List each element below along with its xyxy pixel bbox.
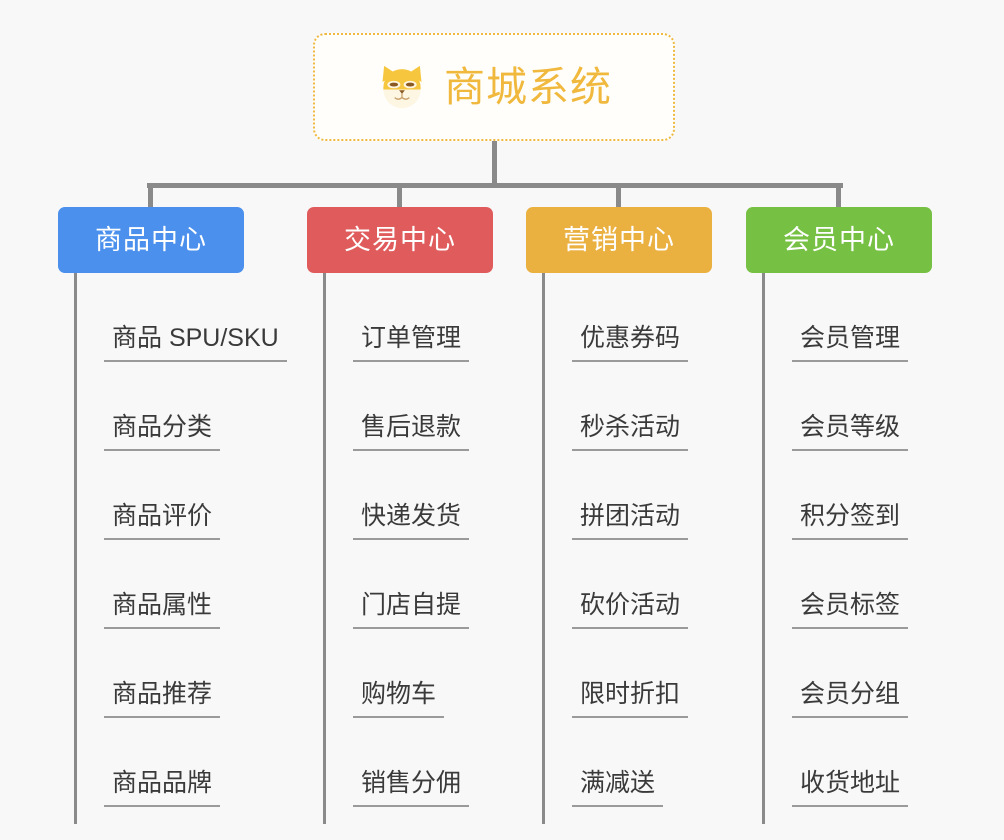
leaf-label: 拼团活动 <box>572 504 689 540</box>
leaf-node[interactable]: 购物车 <box>323 629 469 718</box>
leaf-node[interactable]: 积分签到 <box>762 451 909 540</box>
branch-node-4[interactable]: 会员中心 <box>746 207 932 273</box>
leaf-column-3: 优惠券码秒杀活动拼团活动砍价活动限时折扣满减送 <box>542 273 689 824</box>
leaf-label: 商品推荐 <box>104 682 221 718</box>
leaf-spine-connector <box>74 273 77 824</box>
leaf-node[interactable]: 满减送 <box>542 718 688 807</box>
root-title: 商城系统 <box>444 63 612 110</box>
leaf-column-2: 订单管理售后退款快递发货门店自提购物车销售分佣 <box>323 273 470 824</box>
leaf-node[interactable]: 会员管理 <box>762 273 909 362</box>
leaf-label: 商品评价 <box>104 504 221 540</box>
leaf-node[interactable]: 秒杀活动 <box>542 362 689 451</box>
leaf-node[interactable]: 商品推荐 <box>74 629 287 718</box>
leaf-label: 会员分组 <box>792 682 909 718</box>
branch-stem-connector <box>148 186 153 210</box>
leaf-node[interactable]: 会员分组 <box>762 629 909 718</box>
leaf-node[interactable]: 商品品牌 <box>74 718 287 807</box>
branch-node-1[interactable]: 商品中心 <box>58 207 244 273</box>
branch-node-2[interactable]: 交易中心 <box>307 207 493 273</box>
branch-label: 交易中心 <box>344 224 456 255</box>
branch-stem-connector <box>397 186 402 210</box>
leaf-spine-connector <box>542 273 545 824</box>
leaf-label: 满减送 <box>572 771 664 807</box>
leaf-label: 快递发货 <box>353 504 470 540</box>
leaf-label: 秒杀活动 <box>572 415 689 451</box>
branch-label: 会员中心 <box>783 224 895 255</box>
leaf-node[interactable]: 门店自提 <box>323 540 470 629</box>
leaf-label: 会员等级 <box>792 415 909 451</box>
leaf-spine-connector <box>762 273 765 824</box>
leaf-spine-connector <box>323 273 326 824</box>
leaf-label: 订单管理 <box>353 326 470 362</box>
leaf-label: 商品属性 <box>104 593 221 629</box>
leaf-label: 积分签到 <box>792 504 909 540</box>
leaf-node[interactable]: 砍价活动 <box>542 540 689 629</box>
leaf-node[interactable]: 销售分佣 <box>323 718 470 807</box>
leaf-node[interactable]: 会员等级 <box>762 362 909 451</box>
leaf-column-4: 会员管理会员等级积分签到会员标签会员分组收货地址 <box>762 273 909 824</box>
leaf-label: 商品 SPU/SKU <box>104 326 287 362</box>
leaf-node[interactable]: 订单管理 <box>323 273 470 362</box>
leaf-label: 售后退款 <box>353 415 470 451</box>
leaf-label: 销售分佣 <box>353 771 470 807</box>
branch-label: 营销中心 <box>563 224 675 255</box>
branch-node-3[interactable]: 营销中心 <box>526 207 712 273</box>
branch-label: 商品中心 <box>95 224 207 255</box>
leaf-node[interactable]: 优惠券码 <box>542 273 689 362</box>
leaf-node[interactable]: 快递发货 <box>323 451 470 540</box>
leaf-node[interactable]: 会员标签 <box>762 540 909 629</box>
leaf-node[interactable]: 限时折扣 <box>542 629 689 718</box>
root-node[interactable]: 商城系统 <box>313 33 675 141</box>
leaf-column-1: 商品 SPU/SKU 商品分类商品评价商品属性商品推荐商品品牌 <box>74 273 287 824</box>
branch-stem-connector <box>836 186 841 210</box>
leaf-node[interactable]: 商品分类 <box>74 362 287 451</box>
leaf-node[interactable]: 商品评价 <box>74 451 287 540</box>
leaf-node[interactable]: 收货地址 <box>762 718 909 807</box>
leaf-label: 会员管理 <box>792 326 909 362</box>
leaf-label: 商品分类 <box>104 415 221 451</box>
leaf-label: 收货地址 <box>792 771 909 807</box>
branch-bus-connector <box>147 183 843 188</box>
leaf-node[interactable]: 商品属性 <box>74 540 287 629</box>
leaf-label: 购物车 <box>353 682 445 718</box>
root-stem-connector <box>492 141 497 186</box>
leaf-label: 砍价活动 <box>572 593 689 629</box>
leaf-label: 会员标签 <box>792 593 909 629</box>
shiba-dog-face-icon <box>382 65 422 109</box>
leaf-label: 限时折扣 <box>572 682 689 718</box>
leaf-label: 商品品牌 <box>104 771 221 807</box>
leaf-label: 门店自提 <box>353 593 470 629</box>
leaf-node[interactable]: 商品 SPU/SKU <box>74 273 287 362</box>
leaf-node[interactable]: 售后退款 <box>323 362 470 451</box>
leaf-label: 优惠券码 <box>572 326 689 362</box>
leaf-node[interactable]: 拼团活动 <box>542 451 689 540</box>
branch-stem-connector <box>616 186 621 210</box>
